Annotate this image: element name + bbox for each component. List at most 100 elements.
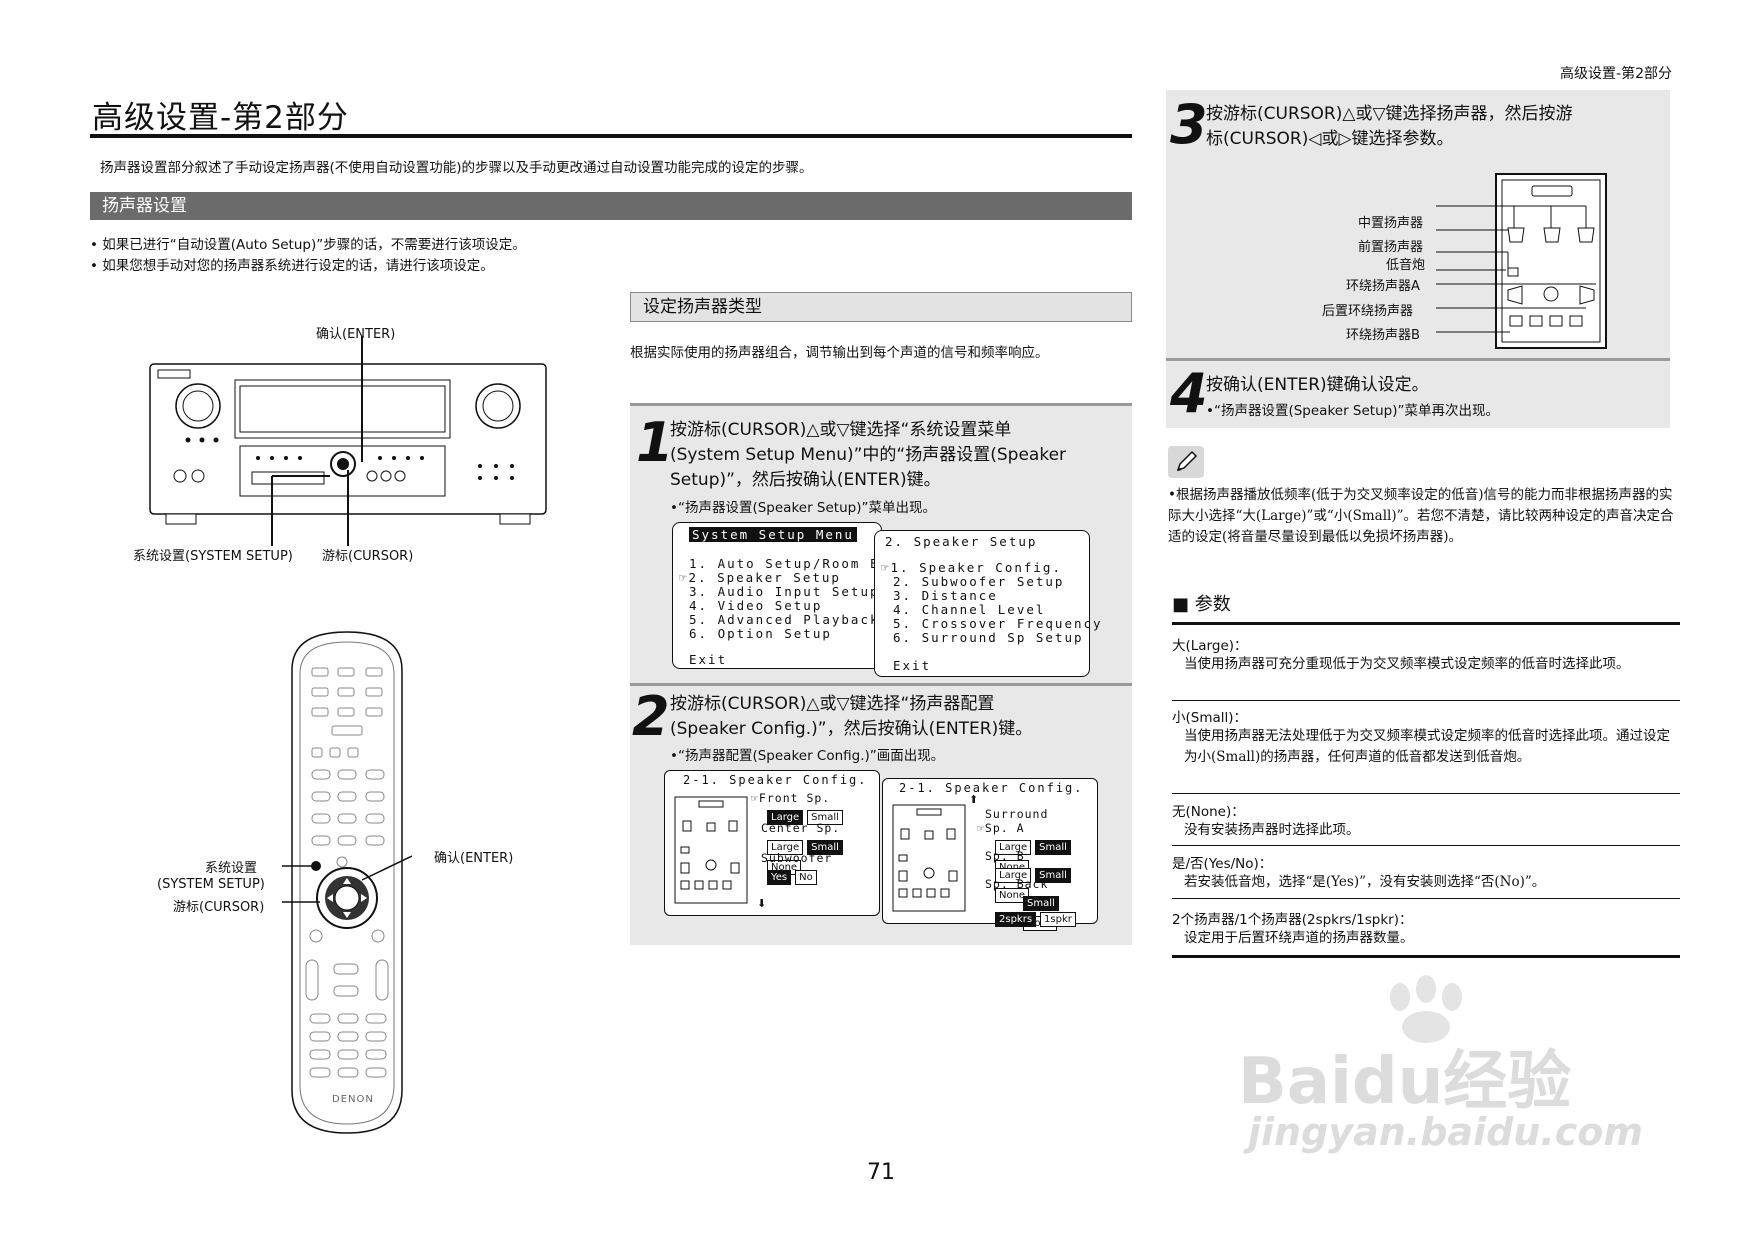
param-large: 大(Large)： 当使用扬声器可充分重现低于为交叉频率模式设定频率的低音时选择…: [1172, 634, 1680, 675]
option-1spkr: 1spkr: [1040, 912, 1076, 927]
option-none: None: [995, 888, 1030, 903]
params-end-rule: [1172, 955, 1680, 958]
param-divider: [1172, 793, 1680, 794]
submenu-exit: Exit: [893, 658, 932, 673]
note-text: •根据扬声器播放低频率(低于为交叉频率设定的低音)信号的能力而非根据扬声器的实际…: [1168, 487, 1674, 545]
param-small: 小(Small)： 当使用扬声器无法处理低于为交叉频率模式设定频率的低音时选择此…: [1172, 706, 1680, 768]
menu-item: 6. Option Setup: [689, 626, 832, 641]
subwoofer-label: Subwoofer: [761, 851, 833, 865]
menu-exit: Exit: [689, 652, 728, 667]
config-title: 2-1. Speaker Config.: [899, 781, 1084, 795]
sp-b-label: Sp. B: [985, 849, 1025, 863]
step-4-note: •“扬声器设置(Speaker Setup)”菜单再次出现。: [1206, 403, 1499, 419]
param-title: 大(Large)：: [1172, 638, 1248, 654]
receiver-diagram: [149, 336, 547, 546]
submenu-item: ☞1. Speaker Config.: [881, 560, 1062, 575]
option-small: Small: [807, 810, 843, 825]
step-2-note: •“扬声器配置(Speaker Config.)”画面出现。: [670, 748, 945, 764]
param-desc: 没有安装扬声器时选择此项。: [1184, 822, 1360, 838]
speaker-label-surround-b: 环绕扬声器B: [1346, 328, 1420, 343]
remote-cursor-label: 游标(CURSOR): [173, 900, 265, 915]
running-header: 高级设置-第2部分: [1560, 66, 1672, 82]
step-number: 2: [632, 685, 670, 748]
menu-item: ☞2. Speaker Setup: [679, 570, 841, 585]
scroll-down-icon: ⬇: [757, 897, 767, 910]
submenu-item: 3. Distance: [893, 588, 998, 603]
param-title: 无(None)：: [1172, 804, 1245, 820]
system-setup-menu-screen: System Setup Menu 1. Auto Setup/Room EQ …: [672, 522, 887, 669]
param-divider: [1172, 898, 1680, 899]
intro-text: 扬声器设置部分叙述了手动设定扬声器(不使用自动设置功能)的步骤以及手动更改通过自…: [100, 160, 813, 176]
receiver-system-setup-label: 系统设置(SYSTEM SETUP): [133, 549, 293, 564]
bullet-list: • 如果已进行“自动设置(Auto Setup)”步骤的话，不需要进行该项设定。…: [90, 235, 526, 277]
sp-back-label: Sp. Back: [985, 877, 1049, 891]
step-1-line1: 按游标(CURSOR)△或▽键选择“系统设置菜单: [670, 420, 1012, 440]
page-number: 71: [867, 1160, 895, 1185]
step-3-line1: 按游标(CURSOR)△或▽键选择扬声器，然后按游: [1206, 104, 1573, 124]
step-number: 3: [1170, 93, 1208, 156]
sp-a-label: ☞Sp. A: [977, 821, 1025, 835]
step-2-line2: (Speaker Config.)”，然后按确认(ENTER)键。: [670, 719, 1033, 739]
bullet-item: • 如果您想手动对您的扬声器系统进行设定的话，请进行该项设定。: [90, 258, 494, 274]
submenu-title: 2. Speaker Setup: [885, 534, 1038, 549]
speaker-label-center: 中置扬声器: [1358, 216, 1424, 231]
option-small: Small: [807, 840, 843, 855]
speaker-config-screen-b: 2-1. Speaker Config. ⬆ Surround ☞Sp. A L…: [882, 778, 1098, 931]
step-3-box: 3 按游标(CURSOR)△或▽键选择扬声器，然后按游 标(CURSOR)◁或▷…: [1166, 90, 1670, 358]
speaker-layout-mini-icon: [892, 804, 966, 912]
scroll-up-icon: ⬆: [969, 793, 979, 806]
menu-item: 4. Video Setup: [689, 598, 823, 613]
speaker-layout-mini-icon: [674, 796, 748, 904]
surround-label: Surround: [985, 807, 1049, 821]
option-no: No: [795, 870, 817, 885]
param-divider: [1172, 700, 1680, 701]
menu-item: 3. Audio Input Setup: [689, 584, 880, 599]
remote-system-setup-label: 系统设置: [205, 861, 258, 876]
submenu-item: 4. Channel Level: [893, 602, 1046, 617]
param-title: 是/否(Yes/No)：: [1172, 856, 1273, 872]
step-1-line3: Setup)”，然后按确认(ENTER)键。: [670, 470, 941, 490]
speaker-label-surround-back: 后置环绕扬声器: [1322, 304, 1414, 319]
option-small: Small: [1035, 868, 1071, 883]
param-desc: 当使用扬声器无法处理低于为交叉频率模式设定频率的低音时选择此项。通过设定为小(S…: [1184, 728, 1670, 765]
speaker-label-front: 前置扬声器: [1358, 240, 1424, 255]
param-yes-no: 是/否(Yes/No)： 若安装低音炮，选择“是(Yes)”，没有安装则选择“否…: [1172, 852, 1680, 893]
step-number: 4: [1170, 362, 1208, 425]
option-small: Small: [1035, 840, 1071, 855]
watermark-url: jingyan.baidu.com: [1248, 1110, 1643, 1154]
remote-diagram: [282, 631, 412, 1134]
step-1-note: •“扬声器设置(Speaker Setup)”菜单出现。: [670, 500, 936, 516]
remote-enter-label: 确认(ENTER): [434, 851, 514, 866]
remote-system-setup-en: (SYSTEM SETUP): [157, 877, 265, 892]
step-2-line1: 按游标(CURSOR)△或▽键选择“扬声器配置: [670, 694, 995, 714]
params-heading: ■ 参数: [1172, 594, 1231, 615]
param-title: 2个扬声器/1个扬声器(2spkrs/1spkr)：: [1172, 912, 1413, 928]
step-4-line1: 按确认(ENTER)键确认设定。: [1206, 375, 1429, 395]
center-sp-label: Center Sp.: [761, 821, 841, 835]
param-title: 小(Small)：: [1172, 710, 1248, 726]
subsection-desc: 根据实际使用的扬声器组合，调节输出到每个声道的信号和频率响应。: [630, 345, 1049, 361]
bullet-item: • 如果已进行“自动设置(Auto Setup)”步骤的话，不需要进行该项设定。: [90, 237, 526, 253]
option-large: Large: [767, 810, 804, 825]
config-title: 2-1. Speaker Config.: [683, 773, 868, 787]
step-4-box: 4 按确认(ENTER)键确认设定。 •“扬声器设置(Speaker Setup…: [1166, 358, 1670, 428]
param-desc: 设定用于后置环绕声道的扬声器数量。: [1184, 930, 1414, 946]
title-rule: [90, 134, 1132, 138]
menu-title: System Setup Menu: [689, 527, 857, 542]
step-3-line2: 标(CURSOR)◁或▷键选择参数。: [1206, 129, 1454, 149]
pencil-icon: [1168, 446, 1204, 478]
receiver-enter-label: 确认(ENTER): [316, 327, 396, 342]
step-2-box: 2 按游标(CURSOR)△或▽键选择“扬声器配置 (Speaker Confi…: [630, 683, 1132, 945]
params-rule: [1172, 622, 1680, 625]
speaker-label-subwoofer: 低音炮: [1386, 258, 1426, 273]
param-desc: 当使用扬声器可充分重现低于为交叉频率模式设定频率的低音时选择此项。: [1184, 656, 1630, 672]
paw-logo-icon: [1390, 975, 1462, 1043]
speaker-label-surround-a: 环绕扬声器A: [1346, 279, 1420, 294]
param-desc: 若安装低音炮，选择“是(Yes)”，没有安装则选择“否(No)”。: [1184, 874, 1546, 890]
section-title: 扬声器设置: [90, 192, 1132, 220]
submenu-item: 2. Subwoofer Setup: [893, 574, 1065, 589]
param-divider: [1172, 845, 1680, 846]
step-number: 1: [636, 411, 674, 474]
page-title: 高级设置-第2部分: [92, 100, 349, 136]
